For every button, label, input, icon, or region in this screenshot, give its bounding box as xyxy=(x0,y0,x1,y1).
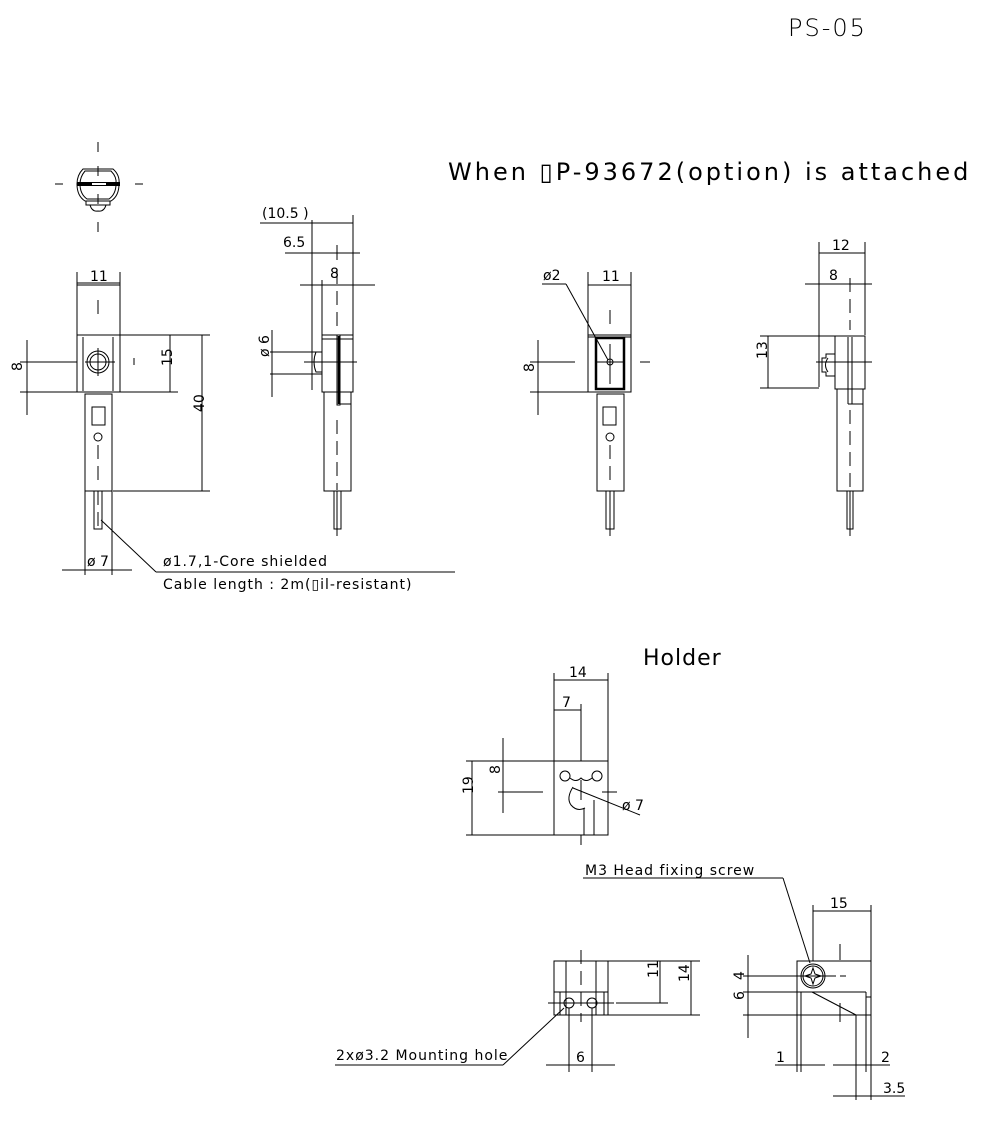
dim-side-offset: 6.5 xyxy=(283,235,305,251)
cable-note-line1: ø1.7,1-Core shielded xyxy=(163,554,328,570)
holder-side-view: M3 Head fixing screw 15 4 6 1 2 3.5 xyxy=(583,863,905,1100)
dim-side-body: 8 xyxy=(330,266,339,282)
dim-lens-dia: ø 6 xyxy=(257,335,273,357)
dim-option-body: 8 xyxy=(829,268,838,284)
holder-heading: Holder xyxy=(643,646,722,671)
dim-holder-1: 1 xyxy=(776,1050,785,1066)
dim-holder-height: 19 xyxy=(461,776,477,794)
holder-top-view: 14 7 19 8 ø 7 xyxy=(461,665,644,845)
sensor-front-view: 11 15 40 8 ø 7 ø1.7,1-Core shielded Cabl… xyxy=(10,269,455,593)
dim-option-offset: 8 xyxy=(522,363,538,372)
dim-option-width: 11 xyxy=(602,269,620,285)
dim-option-overall: 12 xyxy=(832,238,850,254)
dim-hole-offset: 8 xyxy=(10,362,26,371)
dim-holder-offset: 8 xyxy=(488,765,504,774)
dim-holder-side-width: 15 xyxy=(830,896,848,912)
dim-holder-front-height: 14 xyxy=(677,964,693,982)
cable-note-line2: Cable length : 2m(▯il-resistant) xyxy=(163,577,412,593)
dim-holder-inner: 11 xyxy=(646,960,662,978)
screw-note: M3 Head fixing screw xyxy=(585,863,755,879)
dim-holder-3-5: 3.5 xyxy=(883,1081,905,1097)
drawing-title: PS-05 xyxy=(788,14,867,42)
dim-holder-width: 14 xyxy=(569,665,587,681)
mounting-hole-note: 2xø3.2 Mounting hole xyxy=(336,1048,508,1064)
dim-cable-dia: ø 7 xyxy=(87,554,109,570)
dim-holder-half: 7 xyxy=(562,695,571,711)
dim-holder-bore: ø 7 xyxy=(622,798,644,814)
sensor-side-view: (10.5 ) 6.5 8 ø 6 xyxy=(257,206,375,536)
dim-option-height: 13 xyxy=(755,341,771,359)
dim-screw-4: 4 xyxy=(732,971,748,980)
dim-hole-pitch: 6 xyxy=(576,1050,585,1066)
dim-screw-6: 6 xyxy=(732,991,748,1000)
option-side-view: 12 8 13 xyxy=(755,238,872,536)
dim-total-length: 40 xyxy=(192,394,208,412)
sensor-top-view xyxy=(55,142,143,232)
dim-head-height: 15 xyxy=(160,348,176,366)
dim-option-hole: ø2 xyxy=(543,268,560,284)
dim-front-width: 11 xyxy=(90,269,108,285)
option-heading: When ▯P-93672(option) is attached xyxy=(448,158,971,186)
dim-holder-2: 2 xyxy=(881,1050,890,1066)
dim-side-overall: (10.5 ) xyxy=(262,206,309,222)
holder-front-view: 11 14 6 2xø3.2 Mounting hole xyxy=(335,950,700,1072)
option-front-view: 11 ø2 8 xyxy=(522,268,650,536)
